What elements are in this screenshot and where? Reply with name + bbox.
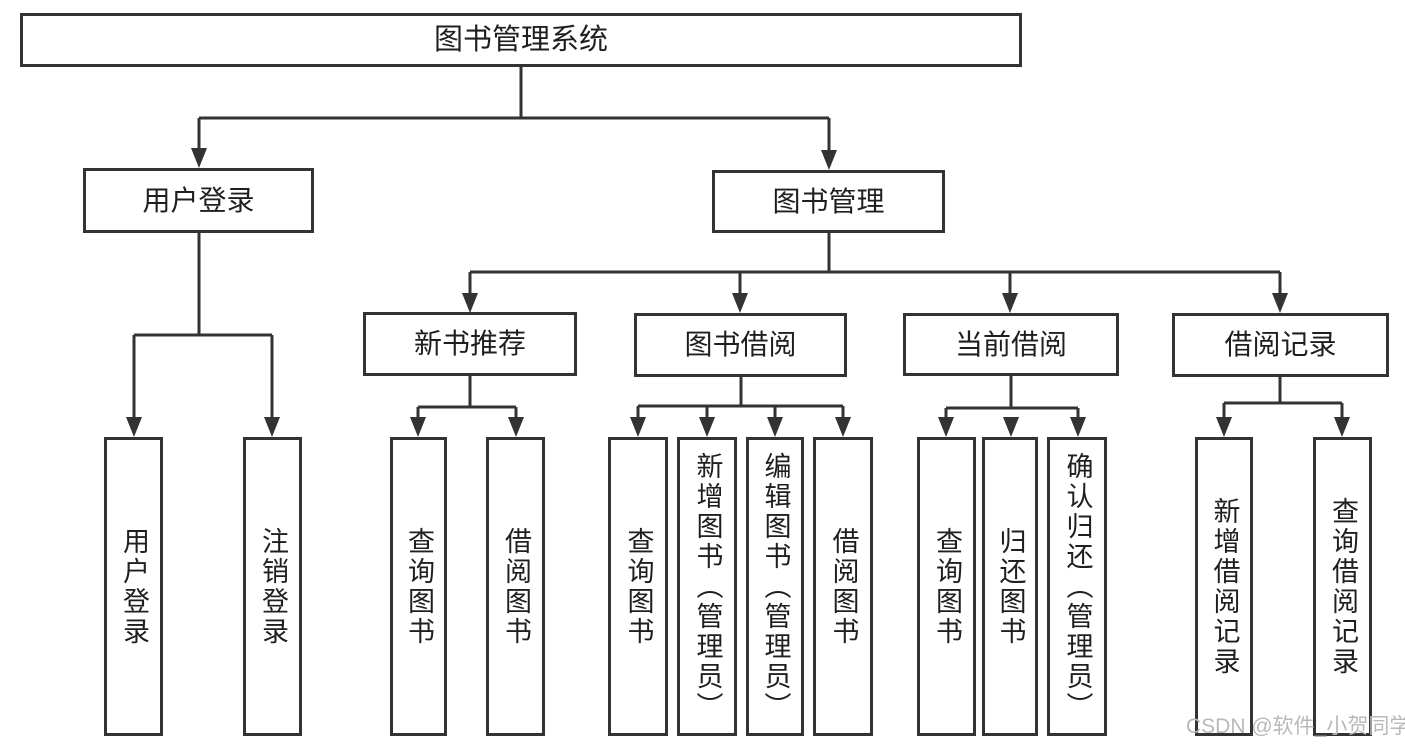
node-user-login: 用户登录	[83, 168, 314, 233]
node-book-management-system: 图书管理系统	[20, 13, 1022, 67]
leaf-borrow-books: 借阅图书	[813, 437, 873, 736]
leaf-query-books-borrow: 查询图书	[608, 437, 668, 736]
leaf-confirm-return-admin: 确认归还（管理员）	[1047, 437, 1107, 736]
node-new-book-recommend: 新书推荐	[363, 312, 577, 376]
node-book-borrowing: 图书借阅	[634, 313, 847, 377]
leaf-return-books: 归还图书	[982, 437, 1038, 736]
leaf-edit-books-admin: 编辑图书（管理员）	[746, 437, 804, 736]
node-borrowing-records: 借阅记录	[1172, 313, 1389, 377]
leaf-add-borrow-record: 新增借阅记录	[1195, 437, 1253, 736]
node-book-management: 图书管理	[712, 170, 945, 233]
leaf-user-login: 用户登录	[104, 437, 163, 736]
leaf-logout: 注销登录	[243, 437, 302, 736]
node-current-borrowing: 当前借阅	[903, 313, 1119, 376]
csdn-watermark: CSDN @软件_小贺同学	[1186, 715, 1405, 738]
leaf-add-books-admin: 新增图书（管理员）	[677, 437, 737, 736]
leaf-query-borrow-record: 查询借阅记录	[1313, 437, 1372, 736]
leaf-query-books-recommend: 查询图书	[390, 437, 447, 736]
leaf-query-books-current: 查询图书	[917, 437, 976, 736]
leaf-borrow-books-recommend: 借阅图书	[486, 437, 545, 736]
